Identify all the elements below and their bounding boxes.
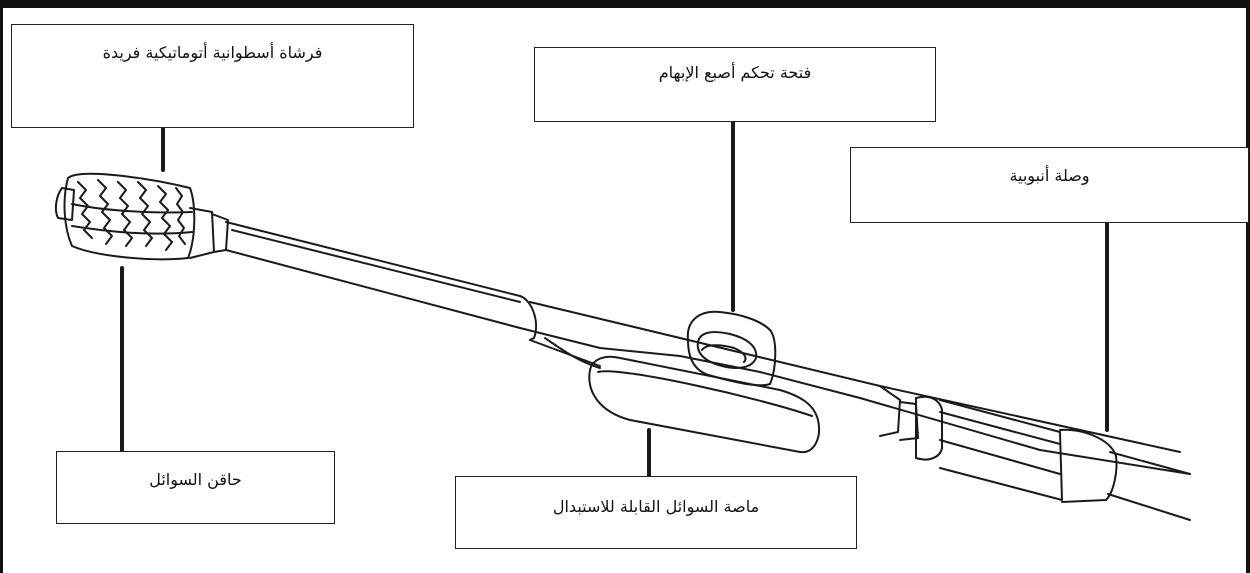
fluid-pad [588, 355, 820, 454]
label-thumb-control-text: فتحة تحكم أصبع الإبهام [658, 63, 812, 82]
label-replaceable-pad: ماصة السوائل القابلة للاستبدال [455, 476, 857, 549]
label-tube-connector: وصلة أنبوبية [850, 147, 1249, 223]
label-brush: فرشاة أسطوانية أتوماتيكية فريدة [11, 24, 414, 128]
label-thumb-control: فتحة تحكم أصبع الإبهام [534, 47, 936, 122]
shaft-front [225, 221, 521, 329]
brush-head [54, 172, 229, 261]
label-fluid-squeegee-text: حاقن السوائل [149, 470, 242, 489]
label-tube-connector-text: وصلة أنبوبية [1009, 166, 1090, 185]
label-fluid-squeegee: حاقن السوائل [56, 451, 335, 524]
label-replaceable-pad-text: ماصة السوائل القابلة للاستبدال [552, 497, 760, 516]
label-brush-text: فرشاة أسطوانية أتوماتيكية فريدة [102, 43, 323, 62]
tube-connector-shape [879, 385, 1191, 521]
handle-grip [519, 295, 1191, 475]
